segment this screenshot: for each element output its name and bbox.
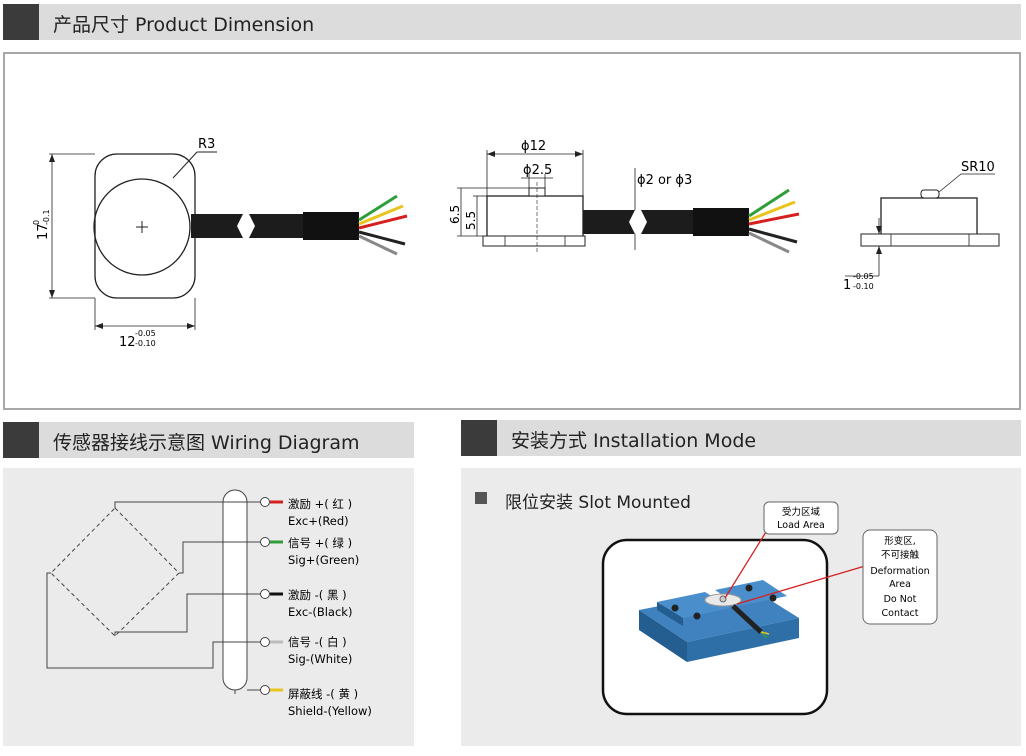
- wire-label-cn: 信号 -( 白 ): [288, 635, 347, 649]
- base-thickness-label: 1: [843, 278, 851, 293]
- header-marker: [3, 4, 39, 40]
- wiring-diagram-panel: 激励 +( 红 ) Exc+(Red) 信号 +( 绿 ) Sig+(Green…: [3, 468, 414, 746]
- side-view-base: [482, 235, 586, 247]
- width-tol-upper: -0.05: [135, 329, 156, 338]
- wire-label-en: Sig-(White): [288, 652, 352, 666]
- install-section-title: 安装方式 Installation Mode: [511, 430, 757, 452]
- header-marker: [461, 420, 497, 456]
- install-illustration: 受力区域 Load Area 形变区, 不可接触 Deformation Are…: [601, 501, 938, 716]
- wire-end-green: [260, 537, 283, 547]
- top-view-housing: [94, 153, 196, 299]
- wiring-section-header: 传感器接线示意图 Wiring Diagram: [3, 422, 414, 458]
- deformation-en-2: Area: [889, 579, 911, 590]
- sensor-cable: [731, 604, 763, 634]
- dimension-section-header: 产品尺寸 Product Dimension: [3, 4, 1021, 40]
- height-tol-lower: -0.1: [42, 209, 51, 225]
- dimension-section-title: 产品尺寸 Product Dimension: [53, 14, 315, 36]
- diameter-2-5-label: ϕ2.5: [523, 163, 552, 178]
- end-view-body: [880, 197, 978, 237]
- side-view-body: [486, 195, 584, 239]
- end-view-load-button: [920, 189, 940, 199]
- wire-end-yellow: [260, 685, 283, 695]
- height-5-5-label: 5.5: [464, 211, 478, 230]
- wire-end-red: [260, 497, 283, 507]
- wire-label-cn: 激励 -( 黑 ): [288, 588, 347, 602]
- wire-label-en: Exc-(Black): [288, 605, 352, 619]
- deformation-cn-1: 形变区,: [884, 535, 916, 547]
- top-view-cable: [191, 214, 243, 238]
- deformation-callout: [862, 529, 938, 625]
- wire-label-en: Exc+(Red): [288, 514, 349, 528]
- install-panel: 限位安装 Slot Mounted 受力区域 Load Area 形变区, 不可…: [461, 468, 1021, 746]
- cable-diameter-label: ϕ2 or ϕ3: [637, 173, 692, 188]
- deformation-en-1: Deformation: [870, 566, 929, 577]
- r3-label: R3: [198, 137, 215, 152]
- install-section-header: 安装方式 Installation Mode: [461, 420, 1021, 456]
- base-thickness-tol-upper: -0.05: [853, 272, 874, 281]
- wire-label-cn: 信号 +( 绿 ): [288, 536, 352, 550]
- wire-label-cn: 激励 +( 红 ): [288, 497, 352, 511]
- slot-mounted-bullet: [475, 492, 487, 504]
- wire-label-en: Shield-(Yellow): [288, 704, 372, 718]
- top-view-load-circle: [93, 178, 191, 276]
- wheatstone-bridge: [50, 507, 180, 637]
- wiring-section-title: 传感器接线示意图 Wiring Diagram: [53, 432, 360, 454]
- dimension-drawing-panel: R3 17 0 -0.1 12 -0.05 -0.10: [3, 52, 1021, 410]
- header-marker: [3, 422, 39, 458]
- end-view-base: [860, 233, 1000, 247]
- width-tol-lower: -0.10: [135, 339, 156, 348]
- base-thickness-tol-lower: -0.10: [853, 282, 874, 291]
- deformation-en-3: Do Not: [884, 594, 917, 605]
- load-area-cn: 受力区域: [782, 506, 821, 518]
- height-dimension: 17: [36, 223, 51, 240]
- height-6-5-label: 6.5: [448, 205, 462, 224]
- width-dimension: 12: [119, 335, 136, 350]
- diameter-12-label: ϕ12: [521, 139, 546, 154]
- sr10-label: SR10: [961, 160, 995, 175]
- wire-label-cn: 屏蔽线 -( 黄 ): [288, 687, 358, 701]
- load-area-en: Load Area: [777, 520, 825, 531]
- deformation-cn-2: 不可接触: [881, 549, 920, 561]
- wire-end-white: [260, 637, 283, 647]
- wire-end-black: [260, 589, 283, 599]
- cable-sheath: [222, 489, 248, 691]
- dimension-drawing: R3 17 0 -0.1 12 -0.05 -0.10: [32, 137, 1000, 350]
- slot-mounted-label: 限位安装 Slot Mounted: [505, 493, 691, 513]
- deformation-en-4: Contact: [882, 608, 919, 619]
- wire-label-en: Sig+(Green): [288, 553, 359, 567]
- load-area-callout: [763, 501, 839, 535]
- wiring-diagram: 激励 +( 红 ) Exc+(Red) 信号 +( 绿 ) Sig+(Green…: [46, 489, 372, 718]
- side-view-cable: [583, 210, 635, 234]
- height-tol-upper: 0: [32, 220, 41, 225]
